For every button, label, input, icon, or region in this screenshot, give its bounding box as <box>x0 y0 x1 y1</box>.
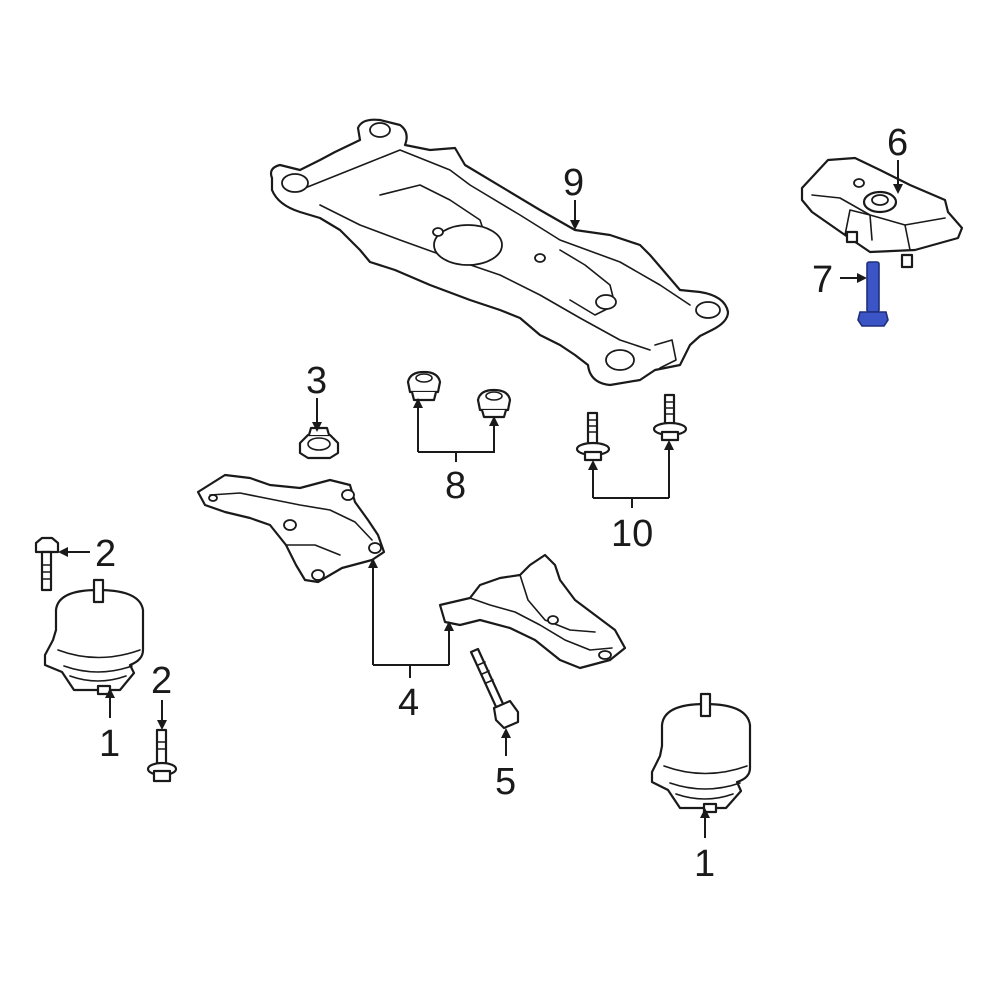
leader-lines <box>58 160 903 838</box>
engine-mount-right[interactable] <box>650 692 752 814</box>
callout-4: 4 <box>398 682 419 724</box>
callout-10: 10 <box>611 513 653 555</box>
engine-mount-left[interactable] <box>43 578 145 696</box>
callout-8: 8 <box>445 465 466 507</box>
bolt-upper[interactable] <box>34 536 60 592</box>
callout-9: 9 <box>563 162 584 204</box>
bracket-upper[interactable] <box>196 473 386 584</box>
callout-labels: 9 6 7 3 8 10 4 2 2 1 1 5 <box>95 122 908 885</box>
flange-nut-left[interactable] <box>406 370 442 402</box>
bolt-lower[interactable] <box>146 728 178 783</box>
flange-nut-right[interactable] <box>476 388 512 419</box>
transmission-mount-bolt[interactable] <box>857 261 889 327</box>
callout-2-lower: 2 <box>151 660 172 702</box>
callout-3: 3 <box>306 360 327 402</box>
callout-6: 6 <box>887 122 908 164</box>
leader-4 <box>372 575 450 666</box>
callout-1-right: 1 <box>694 843 715 885</box>
callout-2-upper: 2 <box>95 533 116 575</box>
stud-left[interactable] <box>575 411 611 462</box>
nut[interactable] <box>298 426 340 460</box>
crossmember-subframe[interactable] <box>269 118 730 387</box>
callout-7: 7 <box>812 259 833 301</box>
transmission-mount[interactable] <box>800 156 964 269</box>
callout-5: 5 <box>495 761 516 803</box>
leader-10 <box>592 450 670 499</box>
stud-right[interactable] <box>652 393 688 442</box>
bracket-lower[interactable] <box>438 553 627 670</box>
long-bolt[interactable] <box>469 647 520 730</box>
callout-1-left: 1 <box>99 723 120 765</box>
